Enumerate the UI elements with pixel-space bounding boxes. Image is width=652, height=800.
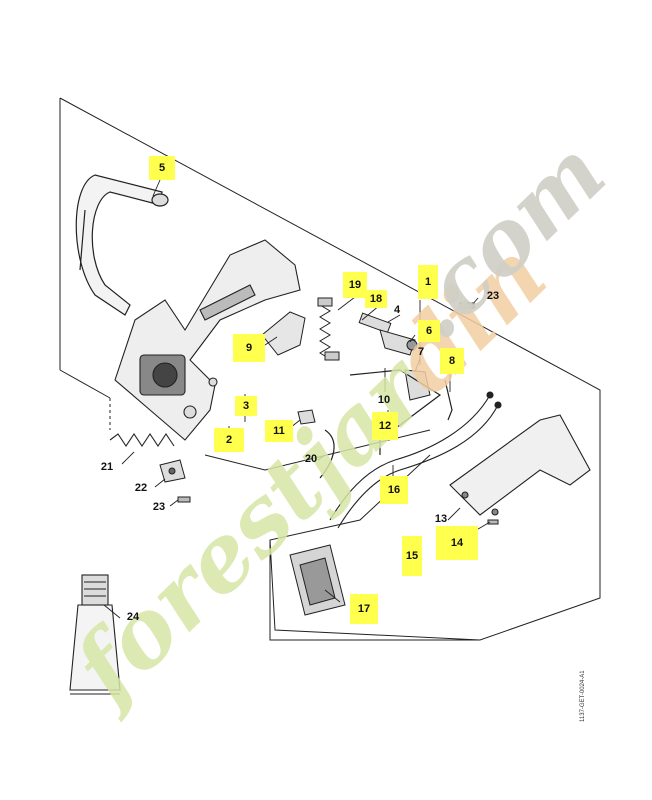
drawing-reference: 1137-GET-0024-A1 — [580, 670, 586, 722]
callout-1: 1 — [418, 265, 438, 299]
callout-2: 2 — [214, 428, 244, 452]
callout-12: 12 — [372, 412, 398, 440]
callout-17: 17 — [350, 594, 378, 624]
rear-handle-part — [449, 414, 591, 516]
callout-23-upper: 23 — [486, 290, 500, 302]
screws-part — [177, 302, 499, 525]
callout-9: 9 — [233, 334, 265, 362]
callout-10: 10 — [377, 394, 391, 406]
buffer-spring-part — [109, 433, 175, 447]
clip-part — [319, 429, 335, 479]
spring-part — [317, 297, 340, 361]
callout-19: 19 — [343, 272, 367, 298]
callout-20: 20 — [304, 453, 318, 465]
cable-harness-part — [329, 391, 502, 529]
rod-part — [349, 369, 453, 455]
callout-16: 16 — [380, 476, 408, 504]
assembly-frame — [59, 97, 601, 641]
callout-18: 18 — [365, 290, 387, 308]
callout-23-lower: 23 — [152, 501, 166, 513]
callout-8: 8 — [440, 348, 464, 374]
callout-7: 7 — [417, 346, 425, 358]
callout-21: 21 — [100, 461, 114, 473]
callout-15: 15 — [402, 536, 422, 576]
callout-14: 14 — [436, 526, 478, 560]
callout-24: 24 — [126, 611, 140, 623]
cover-part — [261, 311, 306, 356]
callout-5: 5 — [149, 156, 175, 180]
bracket-part — [159, 459, 186, 483]
callout-4: 4 — [393, 304, 401, 316]
switch-part — [289, 544, 346, 616]
callout-6: 6 — [418, 320, 440, 342]
callout-22: 22 — [134, 482, 148, 494]
callout-3: 3 — [235, 396, 257, 416]
housing-part — [114, 239, 301, 441]
handlebar-part — [75, 174, 169, 316]
callout-11: 11 — [265, 420, 293, 442]
callout-13: 13 — [434, 513, 448, 525]
grease-tube-part — [69, 574, 121, 695]
